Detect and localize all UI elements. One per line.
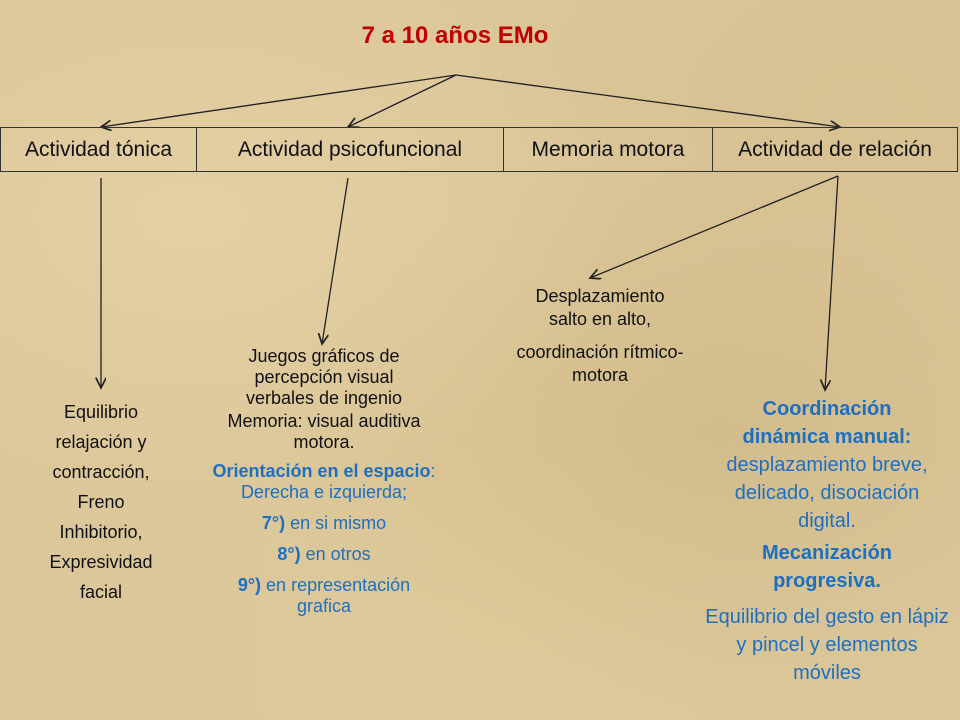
item-number: 9°) (237, 575, 262, 595)
desplazamiento-details: Desplazamiento salto en alto, coordinaci… (500, 285, 700, 387)
item-text: en otros (300, 544, 371, 564)
arrow-title-to-psicofuncional (348, 74, 457, 127)
item-text: en si mismo (285, 513, 387, 533)
arrow-relacion-down (825, 175, 839, 390)
tonica-line: Expresividad (49, 552, 153, 572)
coordinacion-rest: desplazamiento breve, delicado, disociac… (726, 454, 928, 532)
coordinacion-bold: Coordinación dinámica manual: (742, 398, 912, 448)
arrow-title-to-actividad-tonica (101, 74, 457, 127)
mecanizacion-text: Mecanización progresiva. (761, 542, 893, 592)
coordinacion-ritmico-text: coordinación rítmico-motora (516, 342, 684, 385)
diagram-title: 7 a 10 años EMo (361, 22, 549, 49)
item-text: en representación grafica (261, 575, 411, 616)
orientacion-item: 7°) en si mismo (198, 513, 450, 534)
item-number: 8°) (277, 544, 301, 564)
coordinacion-dinamica-text: Coordinación dinámica manual: desplazami… (702, 395, 952, 535)
tonica-line: Inhibitorio, (59, 522, 143, 542)
category-row: Actividad tónica Actividad psicofunciona… (0, 127, 958, 172)
orientacion-rest: : Derecha e izquierda; (240, 461, 436, 502)
box-actividad-tonica: Actividad tónica (1, 128, 197, 171)
box-memoria-motora: Memoria motora (504, 128, 713, 171)
tonica-line: contracción, (52, 462, 150, 482)
tonica-line: Freno (77, 492, 125, 512)
arrow-relacion-to-desplazamiento (590, 175, 839, 278)
orientacion-bold: Orientación en el espacio (212, 461, 431, 481)
arrow-title-to-relacion (455, 74, 840, 127)
orientacion-text: Orientación en el espacio: Derecha e izq… (198, 461, 450, 503)
desplazamiento-text: Desplazamiento salto en alto, (535, 286, 665, 329)
item-number: 7°) (261, 513, 286, 533)
arrow-psicofuncional-down (322, 177, 349, 344)
memoria-text: Memoria: visual auditiva motora. (227, 411, 421, 452)
box-actividad-psicofuncional: Actividad psicofuncional (197, 128, 504, 171)
tonica-line: facial (79, 582, 123, 602)
equilibrio-gesto-text: Equilibrio del gesto en lápiz y pincel y… (705, 606, 949, 684)
box-actividad-de-relacion: Actividad de relación (738, 137, 932, 161)
juegos-text: Juegos gráficos de percepción visual ver… (245, 346, 403, 408)
tonica-line: relajación y (55, 432, 147, 452)
psicofuncional-details: Juegos gráficos de percepción visual ver… (198, 346, 450, 617)
orientacion-item: 8°) en otros (198, 544, 450, 565)
orientacion-item: 9°) en representación grafica (198, 575, 450, 617)
tonica-line: Equilibrio (63, 402, 139, 422)
relacion-details: Coordinación dinámica manual: desplazami… (702, 395, 952, 687)
tonica-details: Equilibrio relajación y contracción, Fre… (18, 397, 184, 607)
